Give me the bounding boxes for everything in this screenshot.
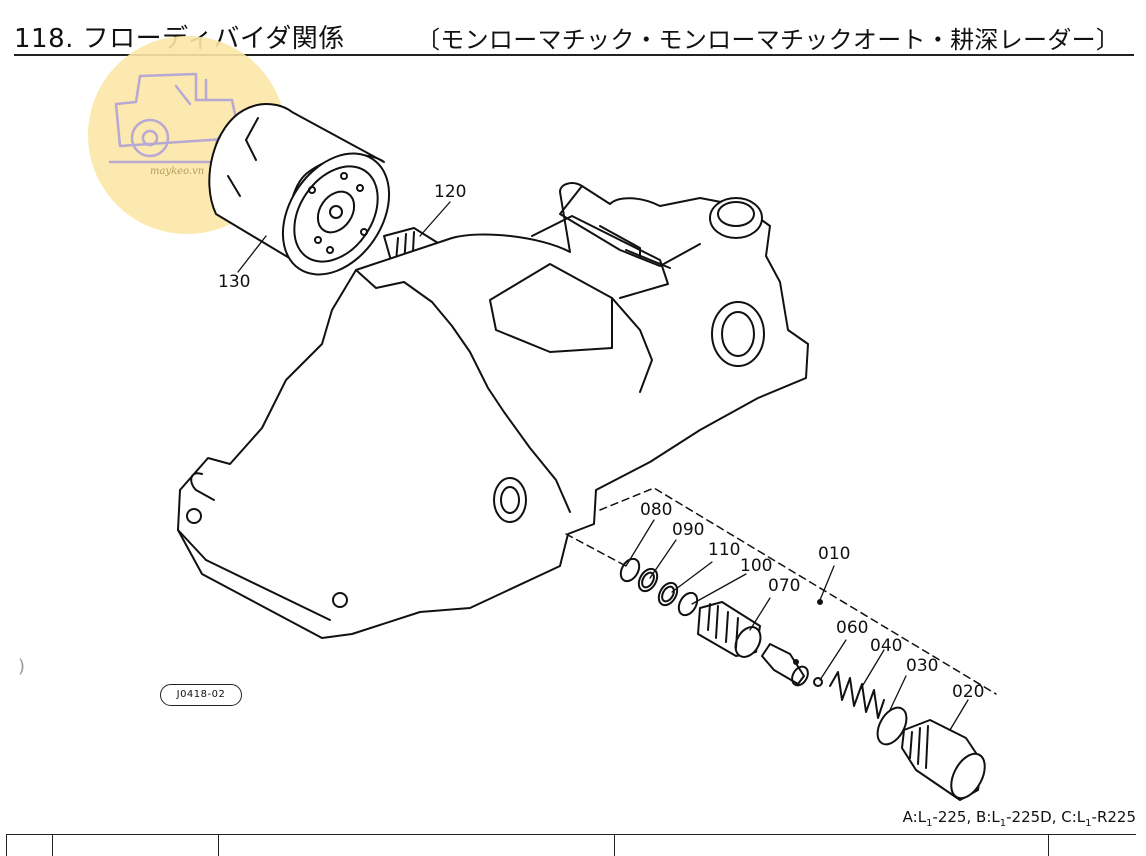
callout-030: 030 (906, 656, 939, 676)
leader-lines (237, 201, 969, 731)
callout-060: 060 (836, 618, 869, 638)
callout-110: 110 (708, 540, 741, 560)
divider-housing (177, 182, 809, 639)
applicability-c: C:L (1061, 808, 1086, 826)
callout-070: 070 (768, 576, 801, 596)
page-subtitle: 〔モンローマチック・モンローマチックオート・耕深レーダー〕 (416, 26, 1121, 54)
callout-010: 010 (818, 544, 851, 564)
watermark-text: maykeo.vn (150, 166, 205, 177)
spring-040 (829, 671, 885, 719)
stray-mark: ) (18, 656, 26, 677)
callout-090: 090 (672, 520, 705, 540)
footer-cell-4 (614, 834, 615, 856)
plunger (761, 599, 823, 687)
applicability-c-sub: 1 (1085, 818, 1092, 829)
callout-130: 130 (218, 272, 251, 292)
footer-cell-2 (52, 834, 53, 856)
applicability-b: B:L (976, 808, 1000, 826)
callout-120: 120 (434, 182, 467, 202)
title-underline (14, 54, 1134, 56)
o-ring-030 (876, 706, 908, 746)
applicability-a: A:L (902, 808, 927, 826)
figure-code: J0418-02 (160, 684, 242, 706)
title-bar: 118. フローディバイダ関係 〔モンローマチック・モンローマチックオート・耕深… (14, 14, 1142, 60)
callout-080: 080 (640, 500, 673, 520)
applicability-b-sub: 1 (999, 818, 1007, 829)
footer-cell-1 (6, 834, 7, 856)
assembly-boundary-010 (565, 487, 997, 695)
applicability-c-tail: -R225 (1091, 808, 1136, 826)
callout-040: 040 (870, 636, 903, 656)
footer-rule (6, 834, 1136, 835)
applicability-b-tail: -225D, (1006, 808, 1057, 826)
oil-filter-130 (208, 103, 391, 276)
o-rings (619, 557, 699, 617)
footer-cell-5 (1048, 834, 1049, 856)
footer-cell-3 (218, 834, 219, 856)
plug-020 (901, 719, 986, 801)
applicability-a-tail: -225, (932, 808, 972, 826)
callout-020: 020 (952, 682, 985, 702)
applicability-a-sub: 1 (926, 818, 933, 829)
spool-070 (697, 601, 762, 658)
callout-100: 100 (740, 556, 773, 576)
applicability-legend: A:L1-225, B:L1-225D, C:L1-R225 (903, 808, 1136, 829)
